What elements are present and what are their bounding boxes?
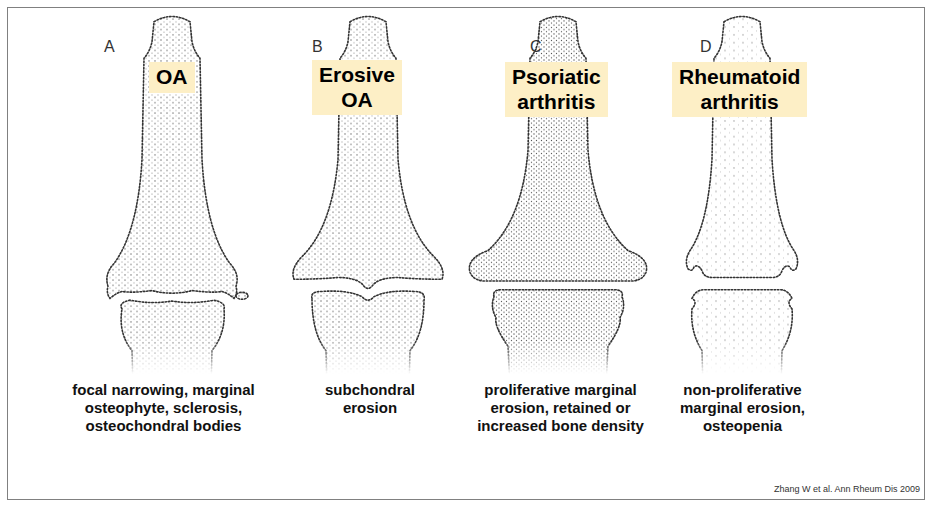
panel-letter: D	[700, 37, 712, 56]
diagnosis-label-box: Psoriatic arthritis	[505, 62, 608, 117]
finding-caption: focal narrowing, marginal osteophyte, sc…	[56, 381, 271, 435]
diagnosis-name: Psoriatic arthritis	[512, 65, 601, 114]
diagnosis-label-box: Erosive OA	[312, 60, 402, 115]
panel-letter: B	[312, 37, 323, 56]
finding-caption: non-proliferative marginal erosion, oste…	[655, 381, 830, 435]
panel-letter: C	[530, 37, 542, 56]
finding-caption: subchondral erosion	[310, 381, 430, 417]
finding-caption: proliferative marginal erosion, retained…	[458, 381, 663, 435]
diagnosis-label-box: OA	[149, 62, 195, 93]
panel-letter: A	[104, 37, 115, 56]
diagnosis-name: Erosive OA	[319, 63, 395, 112]
citation-note: Zhang W et al. Ann Rheum Dis 2009	[774, 484, 920, 495]
diagnosis-name: Rheumatoid arthritis	[679, 65, 800, 114]
diagnosis-name: OA	[156, 65, 188, 90]
diagnosis-label-box: Rheumatoid arthritis	[672, 62, 807, 117]
